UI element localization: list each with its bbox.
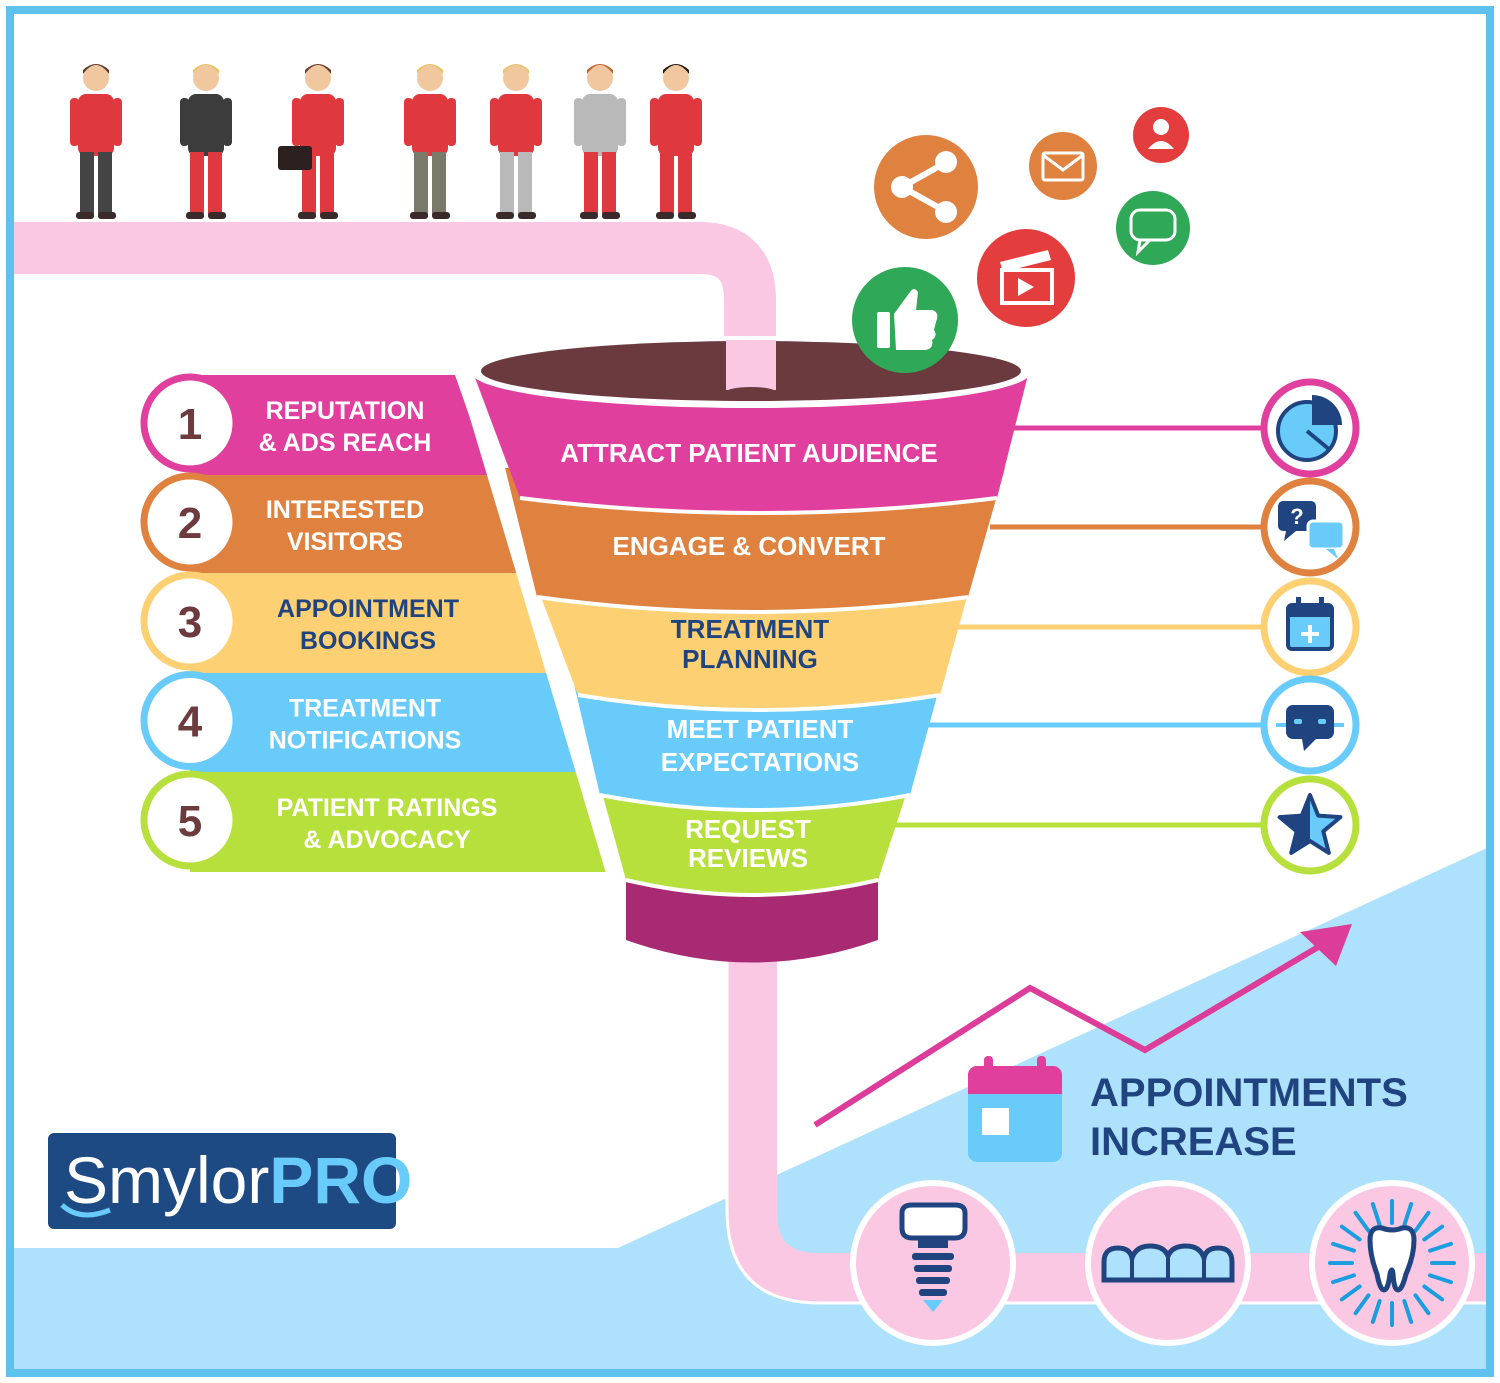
funnel-label-line2: REVIEWS	[688, 843, 808, 873]
step-row: 2 INTERESTED VISITORS	[140, 472, 520, 573]
user-icon	[1133, 107, 1189, 163]
right-icon-column: ?	[888, 378, 1360, 875]
right-icon-row: ?	[990, 477, 1360, 577]
logo-part2: PRO	[269, 1143, 412, 1217]
step-band	[190, 475, 520, 573]
chatbot-icon	[1260, 675, 1360, 775]
step-label-line2: NOTIFICATIONS	[269, 727, 462, 755]
steps-list: 1 REPUTATION & ADS REACH 2 INTERESTED VISITOR…	[140, 368, 628, 880]
entry-pipe	[13, 222, 776, 420]
person-figure	[574, 64, 626, 219]
step-band	[190, 673, 585, 772]
person-figure	[180, 64, 232, 219]
person-figure	[650, 64, 702, 219]
funnel-label-line1: MEET PATIENT	[667, 714, 854, 744]
right-icon-row	[1012, 378, 1360, 478]
step-number-circle	[140, 571, 240, 671]
funnel: ATTRACT PATIENT AUDIENCE ENGAGE & CONVERT…	[471, 336, 1031, 963]
step-label-line2: & ADS REACH	[259, 429, 432, 457]
question-chat-icon: ?	[1260, 477, 1360, 577]
pie-chart-icon	[1260, 378, 1360, 478]
smylor-pro-logo: SmylorPRO	[48, 1133, 412, 1229]
person-figure	[490, 64, 542, 219]
briefcase-icon	[278, 146, 312, 170]
people-row	[70, 64, 702, 219]
star-icon	[1260, 775, 1360, 875]
right-icon-row	[888, 775, 1360, 875]
funnel-label-line1: TREATMENT	[671, 614, 830, 644]
step-label-line2: VISITORS	[287, 528, 403, 556]
step-number: 1	[178, 400, 202, 449]
step-number: 4	[178, 698, 203, 747]
chat-bubble-icon	[1116, 191, 1190, 265]
calendar-plus-icon	[1260, 577, 1360, 677]
appointments-increase: APPOINTMENTS INCREASE	[968, 1056, 1408, 1164]
funnel-label-line1: REQUEST	[685, 814, 811, 844]
step-number-circle	[140, 373, 240, 473]
step-band	[190, 573, 555, 673]
step-label-line2: & ADVOCACY	[303, 826, 470, 854]
share-icon	[874, 135, 978, 239]
logo-part1: Smylor	[64, 1143, 269, 1217]
video-clapper-icon	[977, 229, 1075, 327]
social-icons	[852, 107, 1190, 373]
appointments-line1: APPOINTMENTS	[1090, 1071, 1408, 1115]
appointments-line2: INCREASE	[1090, 1120, 1297, 1164]
step-number-circle	[140, 671, 240, 770]
exit-pipe	[727, 960, 1487, 1303]
step-band	[190, 375, 490, 475]
step-row: 5 PATIENT RATINGS & ADVOCACY	[140, 770, 610, 872]
step-label-line1: TREATMENT	[289, 695, 441, 723]
step-row: 3 APPOINTMENT BOOKINGS	[140, 571, 555, 673]
shining-tooth-icon	[1309, 1180, 1475, 1346]
teeth-aligner-icon	[1085, 1180, 1251, 1346]
dental-implant-icon	[850, 1180, 1016, 1346]
step-number-circle	[140, 770, 240, 870]
thumbs-up-icon	[852, 267, 958, 373]
step-number: 5	[178, 797, 202, 846]
step-number: 3	[178, 598, 202, 647]
svg-text:?: ?	[1290, 504, 1303, 529]
funnel-label-line2: PLANNING	[682, 644, 818, 674]
step-row: 1 REPUTATION & ADS REACH	[140, 373, 490, 475]
funnel-label-line2: EXPECTATIONS	[661, 747, 859, 777]
outer-frame	[6, 6, 1494, 1377]
logo-text: SmylorPRO	[64, 1143, 412, 1217]
funnel-label-line1: ENGAGE & CONVERT	[612, 531, 885, 561]
step-label-line1: INTERESTED	[266, 496, 424, 524]
step-label-line1: APPOINTMENT	[277, 595, 459, 623]
right-icon-row	[918, 675, 1360, 775]
step-label-line1: PATIENT RATINGS	[277, 794, 498, 822]
step-row: 4 TREATMENT NOTIFICATIONS	[140, 671, 585, 772]
trend-arrow	[813, 924, 1352, 1128]
funnel-label-line1: ATTRACT PATIENT AUDIENCE	[560, 438, 937, 468]
funnel-stage	[474, 375, 1028, 513]
step-number: 2	[178, 499, 202, 548]
step-label-line2: BOOKINGS	[300, 627, 436, 655]
step-band	[190, 772, 610, 872]
step-label-line1: REPUTATION	[266, 397, 425, 425]
person-figure	[404, 64, 456, 219]
step-number-circle	[140, 472, 240, 572]
calendar-icon	[968, 1056, 1062, 1162]
right-icon-row	[948, 577, 1360, 677]
email-icon	[1029, 132, 1097, 200]
bottom-service-icons	[850, 1180, 1475, 1346]
person-figure	[70, 64, 122, 219]
